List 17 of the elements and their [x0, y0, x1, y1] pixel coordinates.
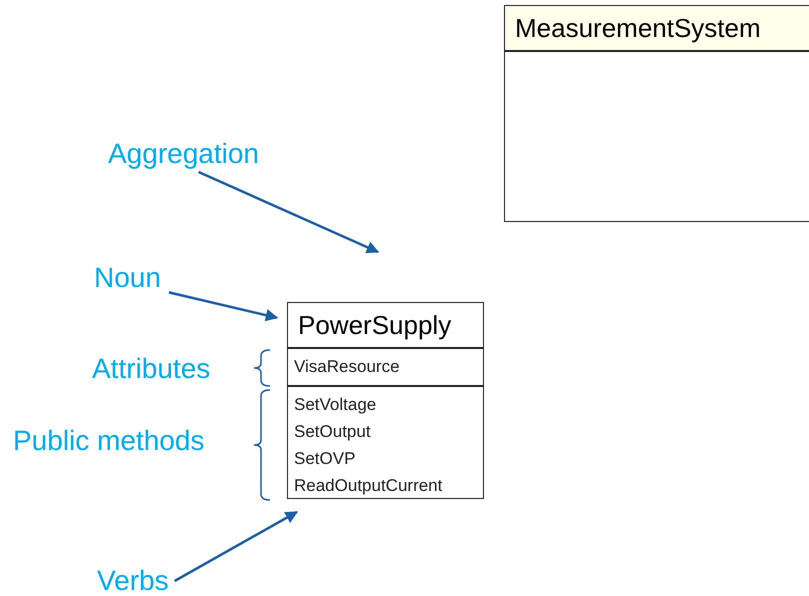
- method-text: ReadOutputCurrent: [294, 475, 442, 497]
- class-box: [504, 5, 809, 222]
- class-name: PowerSupply: [298, 310, 452, 340]
- arrow: [198, 170, 380, 254]
- annotation-label: Aggregation: [108, 138, 260, 170]
- annotation-label: Verbs: [97, 565, 169, 596]
- class-box: [287, 302, 484, 499]
- class-name: MeasurementSystem: [515, 13, 761, 43]
- arrow: [174, 510, 298, 582]
- annotation-label: Public methods: [13, 425, 204, 457]
- attribute-text: VisaResource: [294, 356, 400, 378]
- annotation-label: Attributes: [92, 353, 210, 385]
- method-text: SetVoltage: [294, 394, 376, 416]
- annotation-label: Noun: [94, 262, 161, 294]
- method-text: SetOVP: [294, 448, 356, 470]
- method-text: SetOutput: [294, 421, 371, 443]
- arrow: [168, 291, 278, 322]
